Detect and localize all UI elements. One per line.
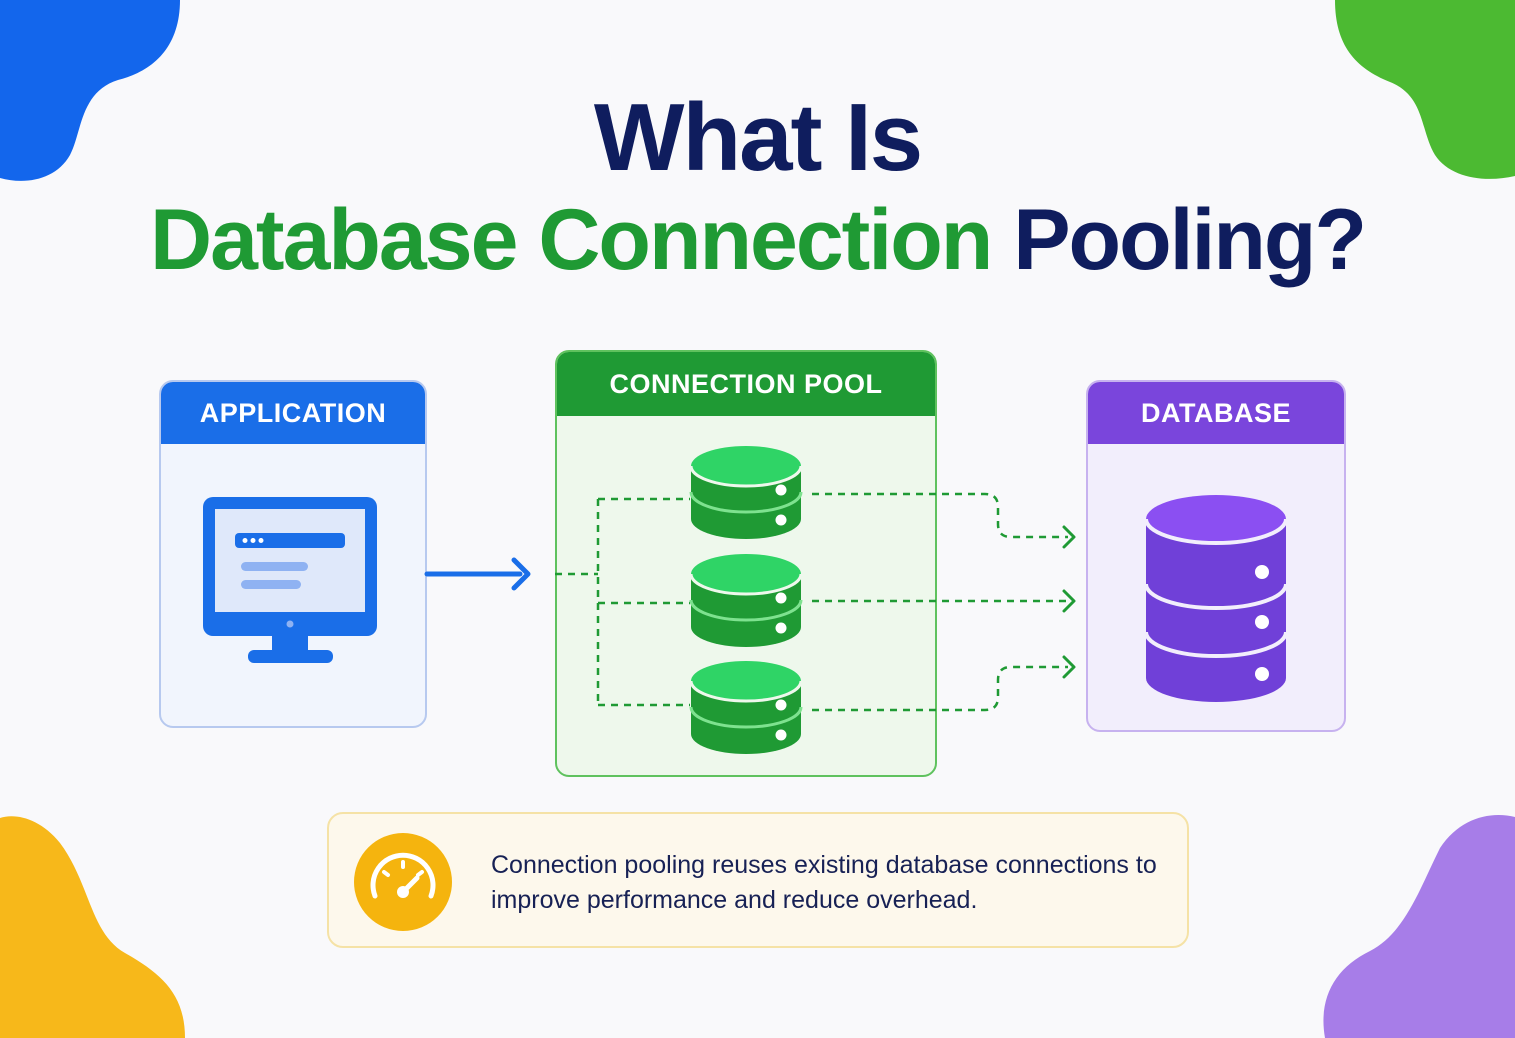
title-highlight: Database Connection [150, 192, 993, 288]
pool-database-cylinder-icon [689, 554, 803, 647]
yellow-corner-blob [0, 816, 185, 1038]
note-text: Connection pooling reuses existing datab… [491, 851, 1157, 914]
title-line-2: Database Connection Pooling? [0, 190, 1515, 290]
purple-corner-blob [1323, 815, 1515, 1038]
pool-dashed-connections [555, 497, 690, 707]
pool-to-database-arrows [812, 492, 1076, 712]
speedometer-icon [354, 833, 452, 931]
green-corner-blob [1335, 0, 1515, 179]
connection-pool-card-header: CONNECTION POOL [557, 352, 935, 416]
title-end: Pooling? [1013, 192, 1367, 288]
pool-database-cylinder-icon [689, 661, 803, 754]
blue-corner-blob [0, 0, 180, 181]
info-note: Connection pooling reuses existing datab… [327, 812, 1189, 948]
database-icon [1144, 495, 1288, 702]
title-line-1: What Is [593, 84, 923, 191]
application-card-header: APPLICATION [161, 382, 425, 444]
app-to-pool-arrow [424, 557, 531, 591]
database-card-header: DATABASE [1088, 382, 1344, 444]
monitor-icon [203, 497, 377, 663]
pool-database-cylinder-icon [689, 446, 803, 539]
